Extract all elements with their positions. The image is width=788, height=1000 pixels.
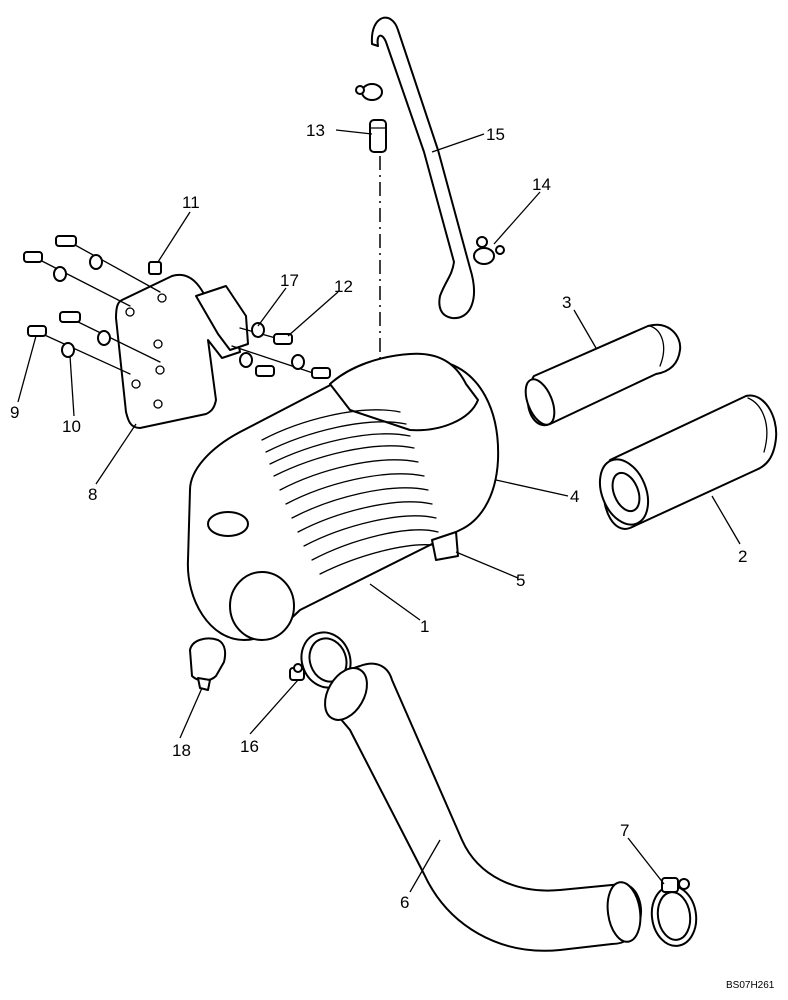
callout-4: 4: [570, 487, 579, 506]
primary-filter-element: [598, 394, 778, 530]
safety-filter-element: [524, 323, 682, 427]
callout-15: 15: [486, 125, 505, 144]
callout-2: 2: [738, 547, 747, 566]
reference-code: BS07H261: [726, 980, 775, 991]
callout-3: 3: [562, 293, 571, 312]
breather-tube: [370, 16, 475, 320]
air-cleaner-housing: [186, 352, 500, 641]
callout-8: 8: [88, 485, 97, 504]
tube-clamp-14: [473, 236, 505, 265]
callout-6: 6: [400, 893, 409, 912]
tube-clamp-top: [355, 83, 383, 101]
callout-7: 7: [620, 821, 629, 840]
callout-labels: 1 2 3 4 5 6 7 8 9 10 11 12 13 14 15 16 1…: [10, 121, 747, 912]
callout-9: 9: [10, 403, 19, 422]
callout-17: 17: [280, 271, 299, 290]
intake-hose: [324, 662, 642, 952]
callout-11: 11: [182, 193, 200, 212]
callout-13: 13: [306, 121, 325, 140]
bracket-bolts: [23, 235, 161, 375]
callout-1: 1: [420, 617, 429, 636]
callout-5: 5: [516, 571, 525, 590]
callout-12: 12: [334, 277, 353, 296]
mounting-bracket: [115, 273, 249, 429]
callout-14: 14: [532, 175, 551, 194]
right-bolts: [231, 322, 331, 379]
connector-13: [369, 119, 387, 153]
callout-10: 10: [62, 417, 81, 436]
callout-16: 16: [240, 737, 259, 756]
bracket-washers: [53, 254, 111, 358]
hose-clamp-7: [650, 877, 698, 947]
nut-11: [148, 261, 162, 275]
vacuator-valve: [189, 637, 227, 691]
leader-lines: [17, 129, 741, 893]
callout-18: 18: [172, 741, 191, 760]
